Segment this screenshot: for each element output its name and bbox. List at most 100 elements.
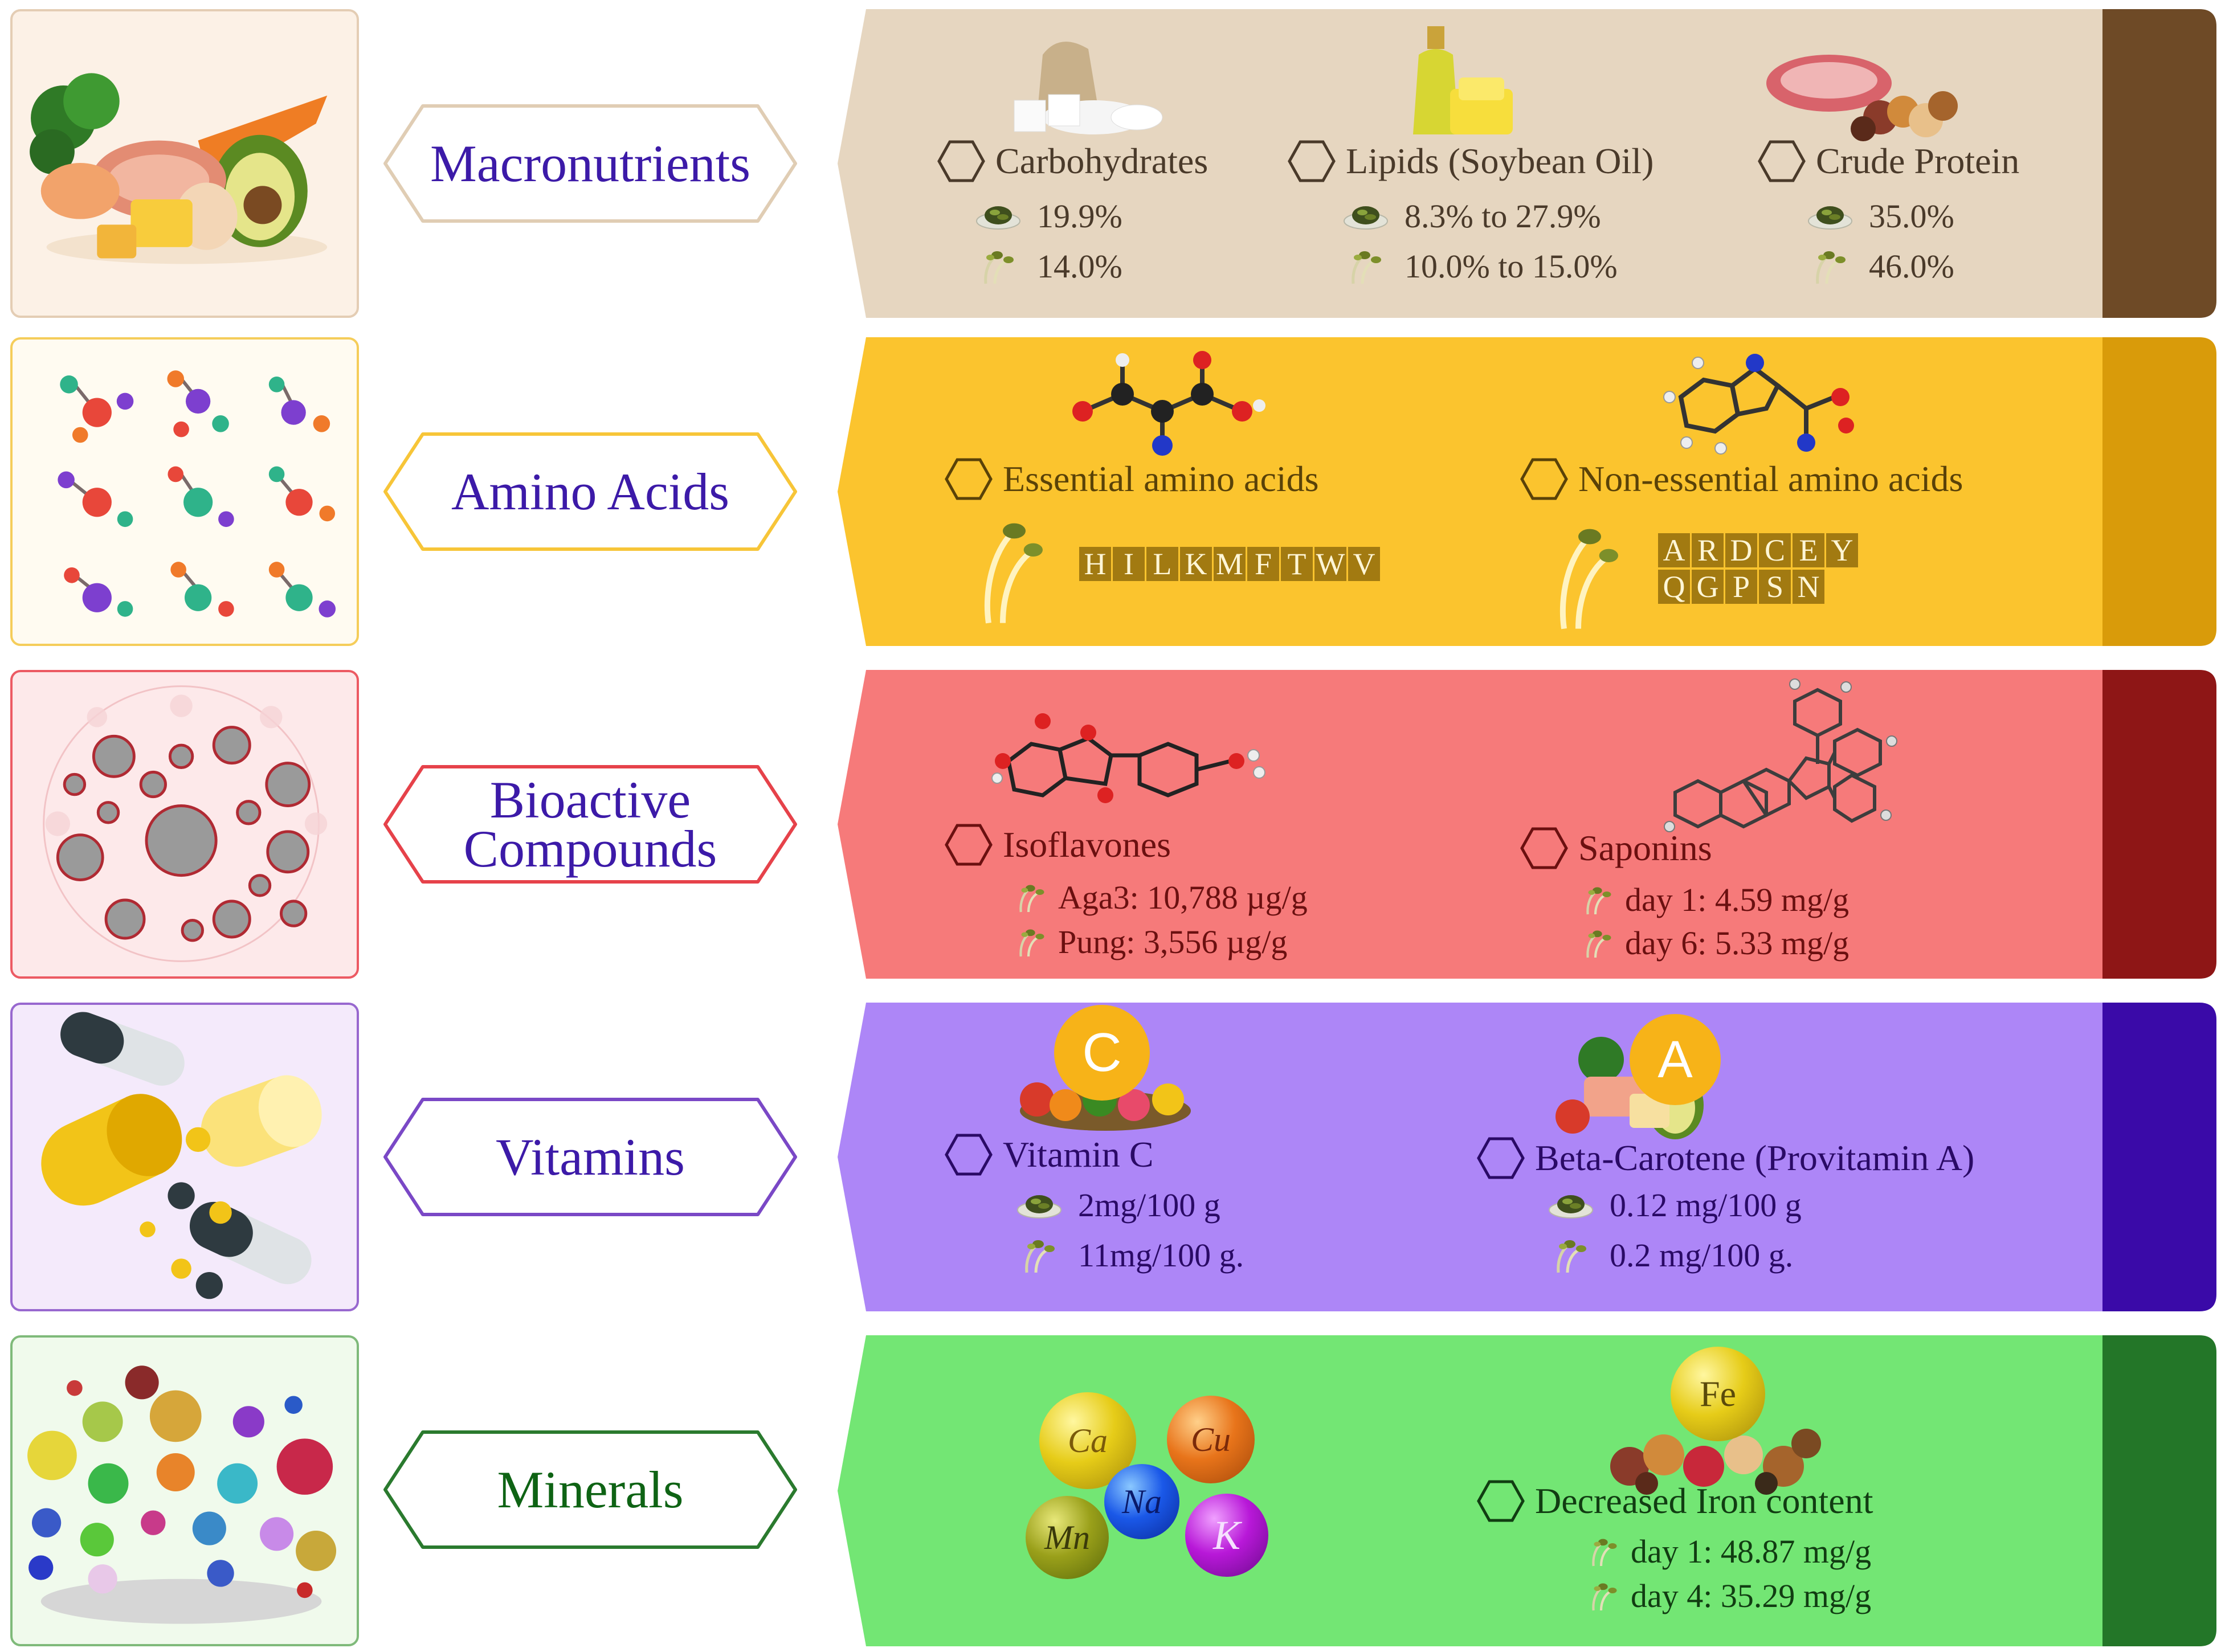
crude-protein-heading: Crude Protein [1758,140,2019,182]
soybean-sprout-icon [1578,882,1618,918]
non-essential-amino-acid-letter: R [1692,533,1724,567]
vitamin-c-seed-value: 2mg/100 g [1015,1186,1220,1224]
essential-amino-acid-letter: H [1079,547,1111,581]
tryptophan-molecule-icon [1663,354,1854,455]
macronutrients-label: Macronutrients [430,134,751,193]
potassium-sphere: K [1185,1494,1268,1577]
hexagon-icon [945,824,993,866]
vitamin-a-badge: A [1630,1014,1721,1105]
essential-amino-acid-letter: V [1348,547,1380,581]
amino-acids-label: Amino Acids [451,463,730,521]
soybean-sprout-icon [1015,1237,1063,1274]
crude-protein-seed-value: 35.0% [1806,197,1954,235]
hexagon-icon [1288,140,1336,182]
oil-bottle-illustration-icon [1413,26,1513,134]
hexagon-icon [1477,1137,1525,1179]
vitamins-label-pill: Vitamins [383,1097,798,1217]
beta-carotene-seed-value: 0.12 mg/100 g [1547,1186,1802,1224]
hexagon-icon [1520,827,1568,869]
decreased-iron-heading: Decreased Iron content [1477,1480,1873,1522]
isoflavones-heading: Isoflavones [945,824,1171,866]
essential-amino-acid-letter: I [1113,547,1145,581]
essential-amino-acid-letter: W [1314,547,1346,581]
minerals-label: Minerals [497,1461,684,1519]
sugar-illustration-icon [1014,42,1163,134]
iron-day4-value: day 4: 35.29 mg/g [1584,1577,1871,1615]
isoflavone-molecule-icon [991,713,1265,803]
hexagon-icon [945,1134,993,1176]
beta-carotene-heading: Beta-Carotene (Provitamin A) [1477,1137,1974,1179]
minerals-thumbnail [10,1335,359,1646]
lipids-sprout-value: 10.0% to 15.0% [1342,247,1618,285]
soybean-seed-icon [1547,1187,1595,1224]
non-essential-amino-acid-letter: S [1759,570,1791,604]
iron-sphere: Fe [1671,1347,1765,1441]
amino-acids-thumbnail [10,337,359,646]
soybean-sprout-icon [984,523,1043,624]
soybean-sprout-icon [1584,1578,1624,1614]
soybean-sprout-icon [1578,925,1618,962]
non-essential-amino-acid-letter: N [1793,570,1824,604]
iron-rich-foods-icon [1610,1429,1821,1495]
hexagon-icon [1477,1480,1525,1522]
vitamins-band: C Vitamin C 2mg/100 g 11mg/100 g. A Beta… [838,1003,2216,1311]
essential-amino-acids-heading: Essential amino acids [945,458,1319,500]
macronutrients-band: Carbohydrates 19.9% 14.0% Lipids (Soybea… [838,9,2216,318]
vitamin-capsules-illustration-icon [41,1012,322,1299]
beta-carotene-sprout-value: 0.2 mg/100 g. [1547,1236,1793,1274]
non-essential-amino-acid-letter: G [1692,570,1724,604]
hexagon-icon [937,140,985,182]
non-essential-amino-acid-letter: E [1793,533,1824,567]
non-essential-amino-acid-letter: A [1658,533,1690,567]
carbohydrates-seed-value: 19.9% [974,197,1122,235]
vitamin-c-heading: Vitamin C [945,1134,1154,1176]
mineral-spheres-illustration-icon [27,1365,337,1624]
soybean-seed-icon [1015,1187,1063,1224]
macronutrients-thumbnail [10,9,359,318]
hexagon-icon [945,458,993,500]
non-essential-amino-acid-letter: D [1725,533,1757,567]
soybean-seed-icon [1342,198,1390,235]
minerals-label-pill: Minerals [383,1430,798,1549]
bioactive-compounds-label: Bioactive Compounds [463,771,717,878]
soybean-sprout-icon [1547,1237,1595,1274]
soybean-seed-icon [974,198,1022,235]
bioactive-compounds-band: Isoflavones Aga3: 10,788 µg/g Pung: 3,55… [838,670,2216,979]
soybean-sprout-icon [1342,248,1390,285]
amino-acids-label-pill: Amino Acids [383,432,798,551]
soybean-seed-icon [1806,198,1854,235]
hexagon-icon [1520,458,1568,500]
non-essential-amino-acid-letter: Q [1658,570,1690,604]
non-essential-amino-acid-letter: Y [1826,533,1858,567]
saponins-day1-value: day 1: 4.59 mg/g [1578,881,1849,919]
row-bioactive-compounds: Bioactive Compounds Isoflavones Aga3: 10… [0,670,2221,979]
soybean-sprout-icon [1559,529,1618,629]
row-minerals: Minerals Ca Cu Na Mn K Fe Decreased Iron… [0,1335,2221,1646]
saponin-molecule-icon [1664,678,1897,832]
soybean-sprout-icon [974,248,1022,285]
saponins-heading: Saponins [1520,827,1712,869]
isoflavones-aga3-value: Aga3: 10,788 µg/g [1011,878,1308,917]
macronutrients-label-pill: Macronutrients [383,104,798,223]
sodium-sphere: Na [1104,1464,1179,1539]
soybean-sprout-icon [1806,248,1854,285]
soybean-sprout-icon [1584,1534,1624,1570]
essential-amino-acid-letter: T [1281,547,1313,581]
hexagon-icon [1758,140,1806,182]
copper-sphere: Cu [1167,1396,1255,1483]
vitamins-thumbnail [10,1003,359,1311]
isoflavones-pung-value: Pung: 3,556 µg/g [1011,923,1287,961]
essential-amino-acid-letter: F [1247,547,1279,581]
non-essential-amino-acid-letter: P [1725,570,1757,604]
soybean-sprout-icon [1011,880,1051,916]
vitamin-c-foods-icon [1020,1082,1191,1131]
bioactive-compounds-thumbnail [10,670,359,979]
carbohydrates-sprout-value: 14.0% [974,247,1122,285]
food-illustration-icon [30,73,328,264]
essential-amino-acid-letter: M [1214,547,1246,581]
molecules-illustration-icon [58,370,336,618]
